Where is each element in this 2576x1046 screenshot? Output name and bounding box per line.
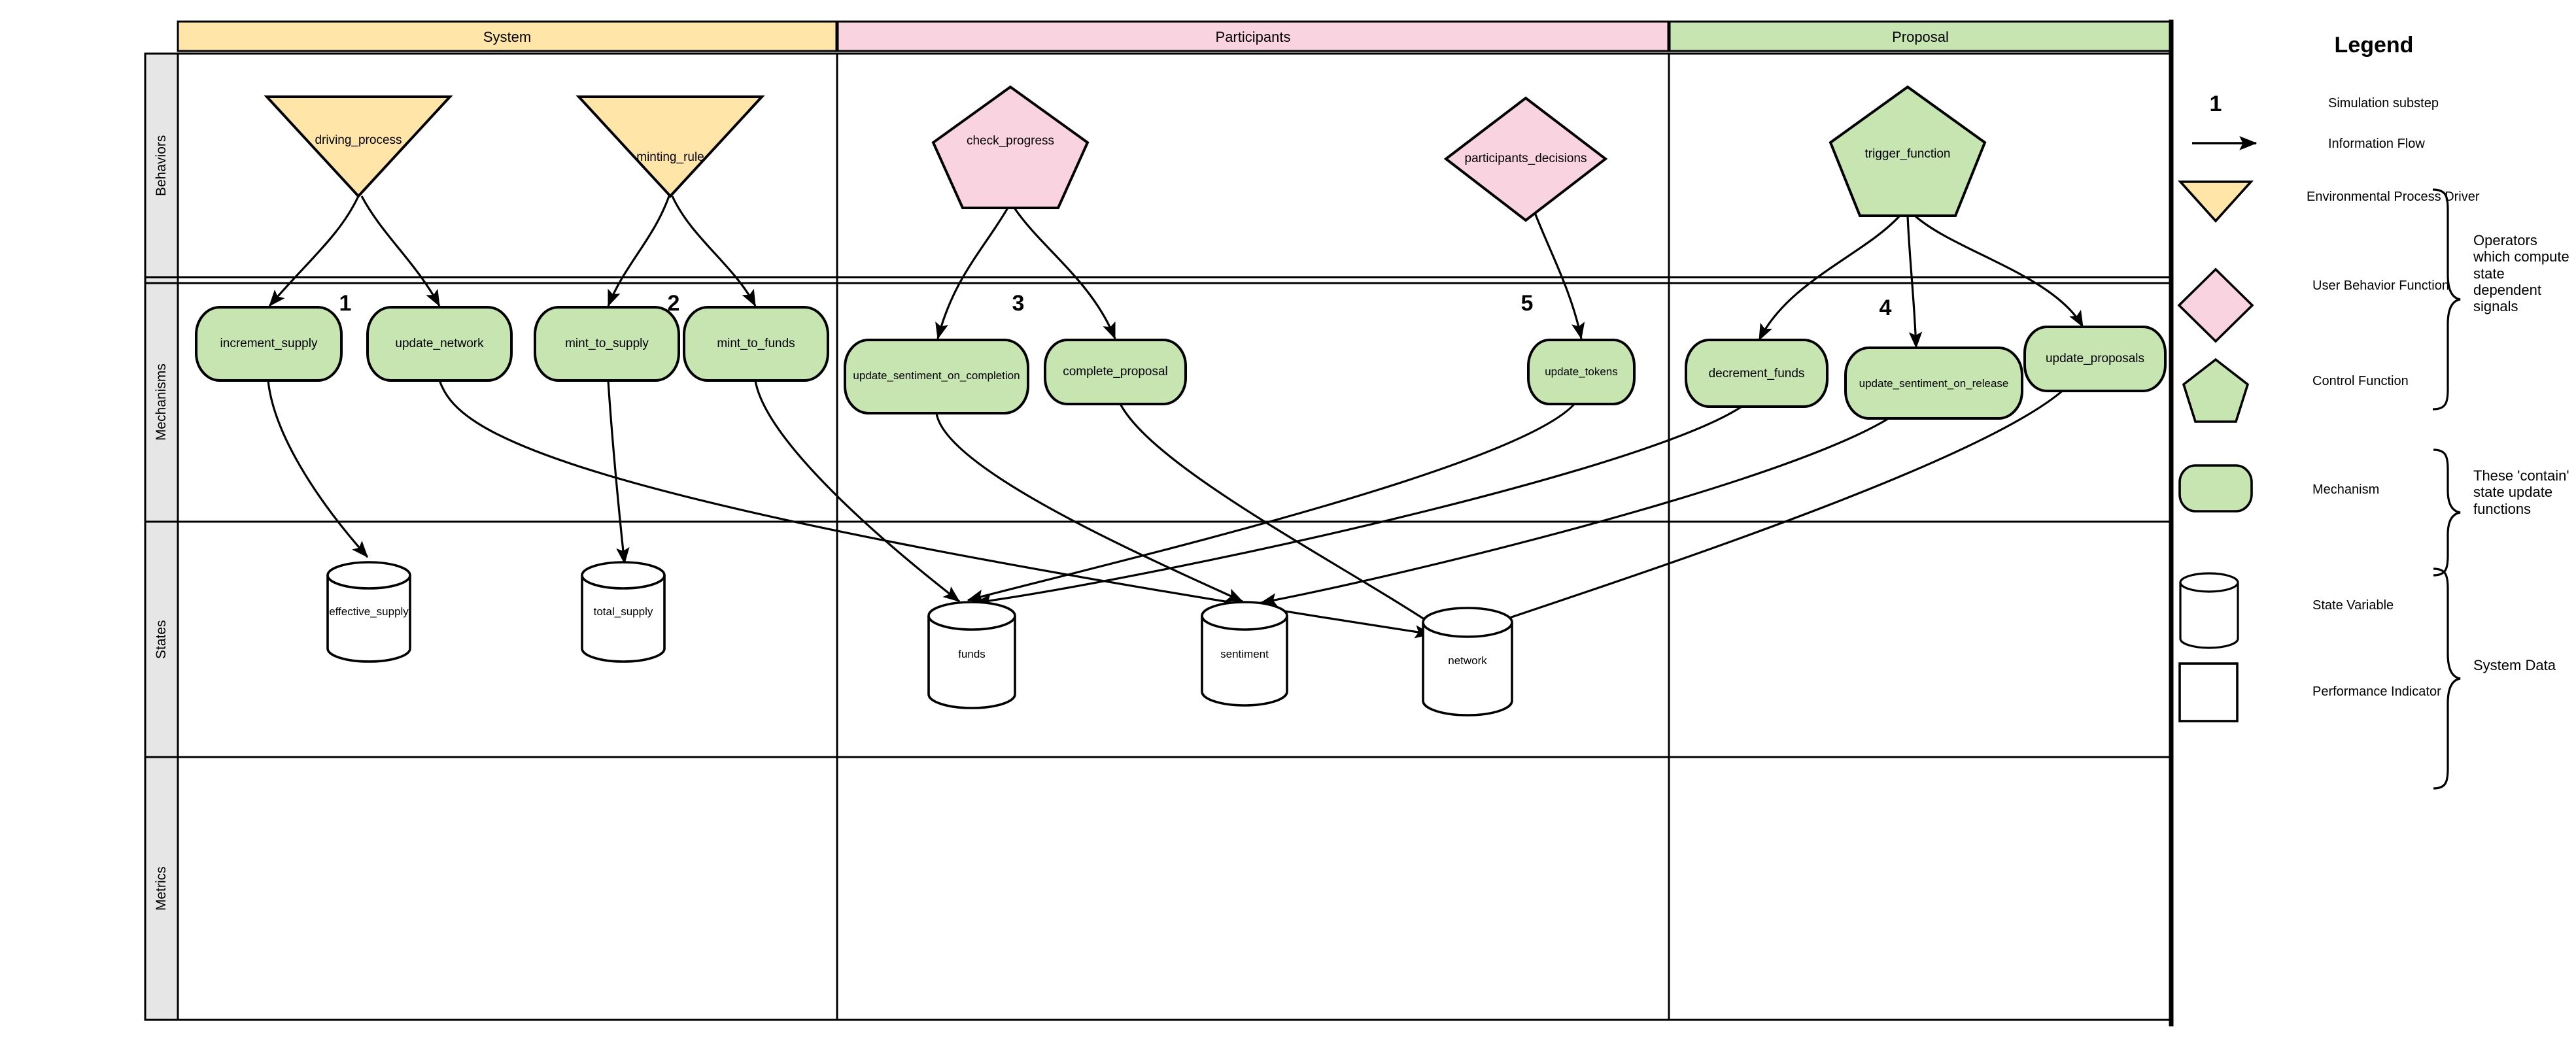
legend-triangle-down-glyph	[2177, 180, 2254, 223]
edge-minting_rule-mint_to_supply	[607, 195, 670, 307]
mechanism-decrement_funds	[1685, 339, 1829, 408]
mechanism-increment_supply	[195, 306, 343, 382]
edge-update_sentiment_on_release-sentiment	[1260, 390, 1919, 607]
edge-check_progress-update_sentiment_on_completion	[935, 207, 1009, 340]
state-nodes	[326, 561, 1513, 717]
edge-mint_to_supply-total_supply	[607, 380, 630, 565]
legend-brace-mechanisms	[2433, 448, 2461, 577]
behavior-participants_decisions	[1443, 96, 1608, 222]
edge-driving_process-update_network	[360, 195, 441, 307]
edge-trigger_function-update_sentiment_on_release	[1906, 215, 1923, 349]
behavior-minting_rule	[575, 95, 765, 198]
mechanism-update_sentiment_on_completion	[844, 339, 1029, 414]
edge-update_proposals-network	[1464, 371, 2081, 634]
legend-pentagon-glyph	[2182, 358, 2250, 423]
state-effective_supply	[326, 561, 411, 663]
state-funds	[927, 601, 1016, 709]
column-header-proposal	[1668, 20, 2172, 52]
edge-decrement_funds-funds	[974, 392, 1759, 607]
mechanism-mint_to_supply	[534, 306, 680, 382]
edge-update_network-network	[438, 380, 1432, 639]
edges-behavior-to-mechanism	[268, 186, 2084, 349]
edge-trigger_function-update_proposals	[1914, 214, 2084, 328]
column-header-participants	[836, 20, 1670, 52]
legend-rectangle-glyph	[2178, 662, 2239, 722]
mechanism-complete_proposal	[1044, 339, 1187, 405]
column-header-system	[177, 20, 838, 52]
state-sentiment	[1201, 601, 1288, 707]
edges-mechanism-to-state	[267, 371, 2081, 639]
legend-mechanism-glyph	[2178, 464, 2253, 513]
edge-minting_rule-mint_to_funds	[671, 195, 757, 307]
edge-mint_to_funds-funds	[754, 380, 961, 603]
behavior-trigger_function	[1829, 85, 1987, 217]
edge-trigger_function-decrement_funds	[1758, 214, 1901, 341]
row-label-strip	[144, 52, 179, 1021]
behavior-check_progress	[931, 85, 1090, 209]
behavior-nodes	[264, 85, 1987, 222]
state-network	[1422, 607, 1513, 717]
edge-update_sentiment_on_completion-sentiment	[935, 413, 1244, 603]
legend-brace-state-data	[2433, 567, 2461, 790]
mechanism-update_tokens	[1527, 339, 1636, 405]
legend-glyphs	[2177, 136, 2461, 790]
state-total_supply	[581, 561, 666, 663]
mechanism-update_proposals	[2023, 326, 2167, 392]
edge-increment_supply-effective_supply	[267, 380, 369, 558]
legend-cylinder-glyph	[2179, 572, 2239, 649]
edge-complete_proposal-network	[1114, 392, 1443, 632]
mechanism-nodes	[195, 306, 2167, 420]
legend-brace-behavior-functions	[2432, 188, 2461, 411]
edge-update_tokens-funds	[967, 392, 1583, 603]
behavior-driving_process	[264, 95, 453, 198]
mechanism-mint_to_funds	[683, 306, 829, 382]
legend-diamond-glyph	[2177, 267, 2254, 343]
edge-driving_process-increment_supply	[268, 195, 360, 307]
edge-check_progress-complete_proposal	[1013, 207, 1116, 340]
mechanism-update_sentiment_on_release	[1844, 346, 2023, 420]
mechanism-update_network	[366, 306, 513, 382]
